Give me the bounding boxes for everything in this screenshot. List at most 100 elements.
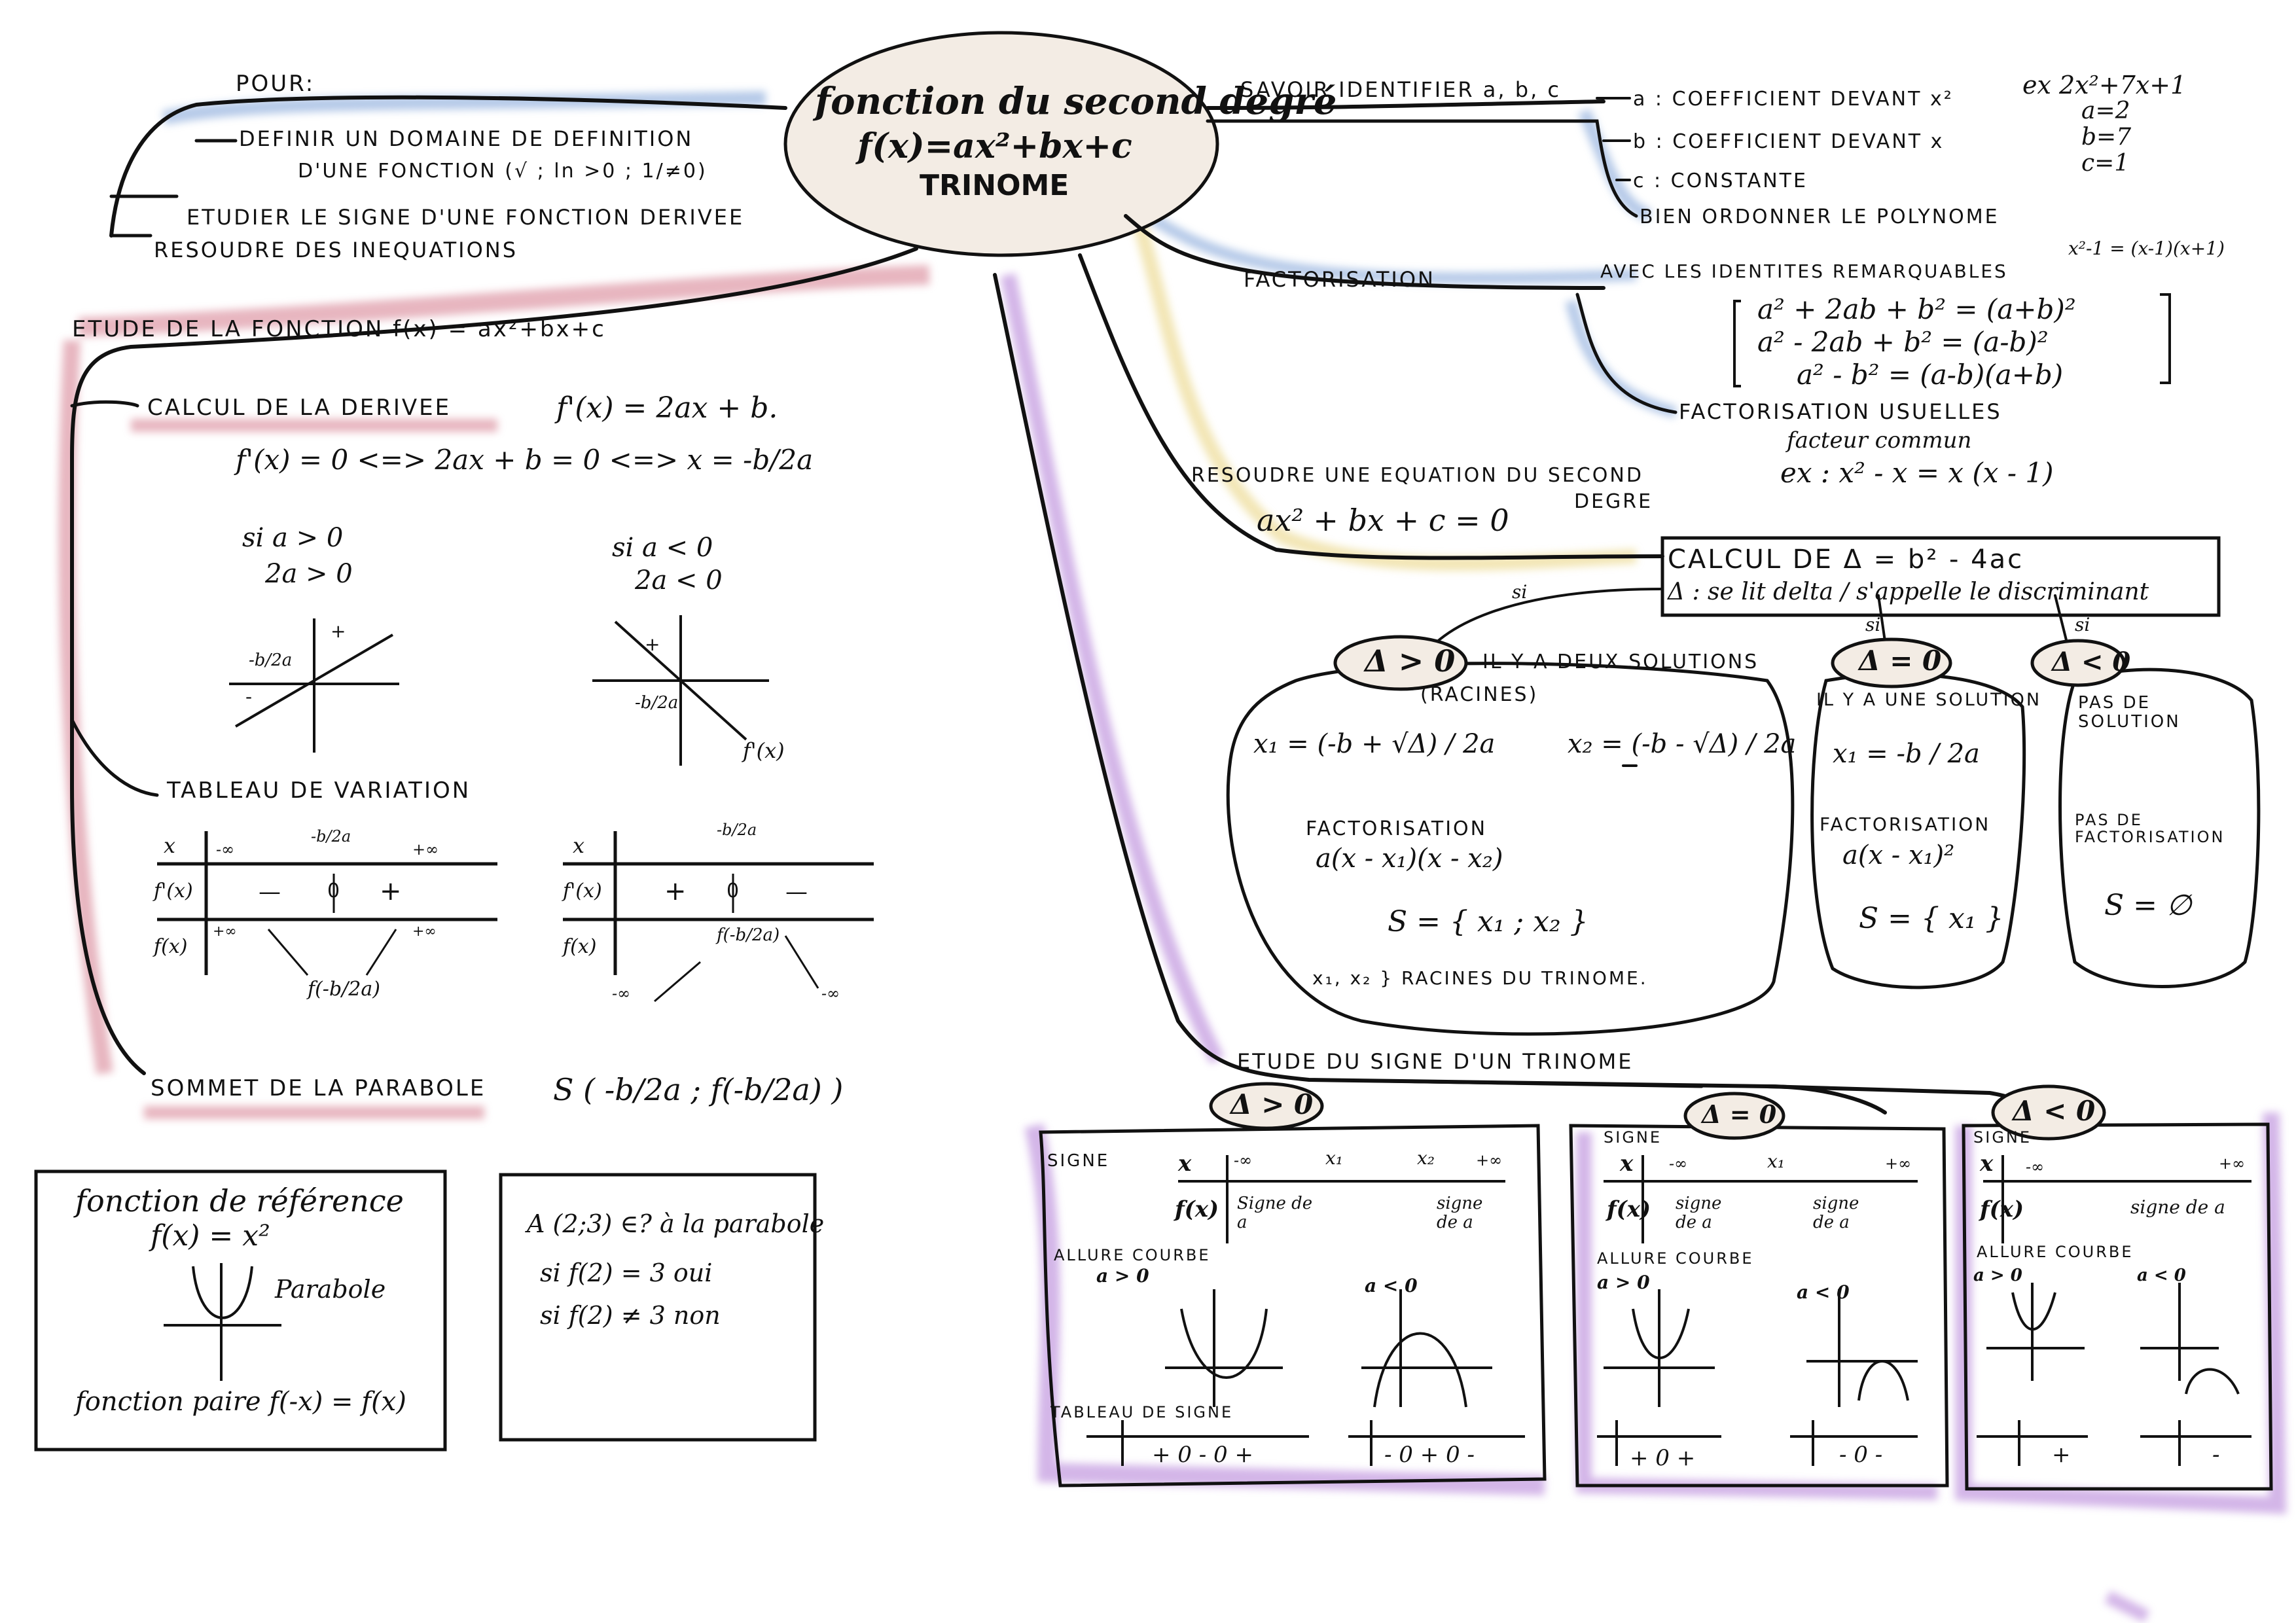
delta-neg-label: Δ < 0 [2052,647,2131,677]
panel3-delta: Δ < 0 [2013,1095,2096,1127]
t1-root: -b/2a [311,827,351,846]
derivee-formula: f'(x) = 2ax + b. [556,391,778,425]
factorisation-facteur: facteur commun [1787,427,1972,454]
delta-pos-text: IL Y A DEUX SOLUTIONS [1482,651,1759,673]
panel3-col0: -∞ [2026,1158,2045,1176]
appartenance-line2: si f(2) = 3 oui [540,1258,713,1287]
graph2-fprime: f'(x) [743,738,785,763]
graph2-plus: + [645,633,660,655]
panel1-row-neg: - 0 + 0 - [1384,1442,1475,1468]
reference-box [34,1169,447,1452]
graph2-root: -b/2a [635,693,679,713]
factorisation-usuelles: FACTORISATION USUELLES [1679,399,2002,424]
panel1-a-pos: a > 0 [1096,1265,1149,1287]
panel1-delta: Δ > 0 [1230,1088,1314,1120]
t2-root: -b/2a [717,821,757,839]
identity-1: a² + 2ab + b² = (a+b)² [1757,293,2076,325]
t1-zero: 0 [327,880,340,902]
identifier-ex-c: c=1 [2081,150,2130,177]
delta-zero-sol: S = { x₁ } [1859,902,2004,935]
panel3-col1: +∞ [2219,1154,2246,1173]
delta-si-3: si [2075,614,2090,635]
t2-plus: + [664,876,687,906]
panel3-allure: ALLURE COURBE [1977,1243,2134,1261]
panel3-row-pos: + [2052,1442,2071,1468]
identifier-c: c : CONSTANTE [1633,169,1808,192]
case-neg: si a < 0 [612,533,713,563]
identifier-a: a : COEFFICIENT DEVANT x² [1633,88,1954,111]
identifier-b: b : COEFFICIENT DEVANT x [1633,130,1945,153]
delta-neg-blob [2058,668,2261,988]
t1-minf: -∞ [216,840,235,859]
factorisation-ex: ex : x² - x = x (x - 1) [1780,457,2054,489]
delta-note: Δ : se lit delta / s'appelle le discrimi… [1668,579,2149,605]
delta-si-1: si [1512,581,1528,603]
panel2-x: x [1620,1150,1634,1177]
t1-extremum: f(-b/2a) [308,978,380,1001]
identifier-order: BIEN ORDONNER LE POLYNOME [1640,205,2000,228]
panel1-col2: x₂ [1417,1147,1435,1169]
variation-grids [157,831,874,1003]
panel1-a-neg: a < 0 [1365,1275,1418,1296]
t2-minus: — [785,879,808,905]
case-pos: si a > 0 [242,523,344,553]
delta-pos-blob [1226,662,1795,1036]
delta-zero-fact-f: a(x - x₁)² [1842,840,1955,870]
t2-x: x [573,833,585,858]
case-neg2: 2a < 0 [635,565,723,596]
center-title: fonction du second degré [815,80,1337,123]
t1-fp: f'(x) [154,880,193,902]
derivative-graphs [229,615,769,766]
pour-item-4: RESOUDRE DES INEQUATIONS [154,238,518,262]
delta-zero-fact: FACTORISATION [1820,813,1991,835]
panel1-row-pos: + 0 - 0 + [1152,1442,1253,1468]
graph1-plus: + [331,620,346,642]
panel1-sign-a2: signe de a [1437,1194,1483,1232]
panel2-row-pos: + 0 + [1630,1445,1696,1471]
panel2-col2: +∞ [1885,1154,1912,1173]
delta-pos-x2: x₂ = (-b - √Δ) / 2a [1568,729,1797,759]
appartenance-line1: A (2;3) ∈? à la parabole [527,1209,825,1238]
sommet-formula: S ( -b/2a ; f(-b/2a) ) [553,1072,844,1107]
identifier-ex-b: b=7 [2081,124,2132,151]
t2-zero: 0 [726,880,740,902]
t2-fp: f'(x) [563,880,602,902]
delta-neg-text: PAS DE SOLUTION [2078,693,2181,732]
delta-pos-racines-note: x₁, x₂ } RACINES DU TRINOME. [1312,967,1648,989]
resoudre-equation: ax² + bx + c = 0 [1257,503,1509,538]
panel2-sign-a: signe de a [1676,1194,1722,1232]
center-subtitle: TRINOME [920,169,1069,202]
panel2-allure: ALLURE COURBE [1597,1249,1754,1268]
panel3-signe: SIGNE [1973,1128,2032,1147]
t1-f-pinf-l: +∞ [213,923,237,940]
appartenance-box [499,1173,817,1442]
sommet-label: SOMMET DE LA PARABOLE [151,1075,486,1101]
reference-formula: f(x) = x² [151,1219,270,1253]
panel1-col3: +∞ [1476,1151,1503,1169]
t1-minus: — [259,879,281,905]
panel3-a-neg: a < 0 [2137,1266,2186,1285]
pour-item-3: ETUDIER LE SIGNE D'UNE FONCTION DERIVEE [187,205,745,230]
delta-pos-x1: x₁ = (-b + √Δ) / 2a [1253,729,1496,759]
panel1-col0: -∞ [1234,1151,1253,1169]
center-bubble [783,31,1219,257]
panel2-col0: -∞ [1669,1154,1688,1173]
panel3-a-pos: a > 0 [1973,1266,2022,1285]
panel1-allure: ALLURE COURBE [1054,1246,1211,1264]
delta-si-2: si [1865,614,1881,635]
t2-extremum: f(-b/2a) [717,925,780,945]
panel1-sign-a: Signe de a [1237,1194,1313,1232]
t2-minf-r: -∞ [821,984,840,1003]
panel1-col1: x₁ [1325,1147,1344,1169]
panel2-a-neg: a < 0 [1797,1281,1850,1303]
identity-2: a² - 2ab + b² = (a-b)² [1757,326,2049,358]
reference-title: fonction de référence [75,1183,404,1219]
reference-parabola [164,1263,281,1381]
pour-label: POUR: [236,71,315,97]
panel2-col1: x₁ [1767,1150,1785,1172]
t1-x: x [164,833,176,858]
graph1-root: -b/2a [249,651,293,670]
factorisation-label: FACTORISATION [1244,267,1435,292]
panel2-signe: SIGNE [1604,1128,1662,1147]
